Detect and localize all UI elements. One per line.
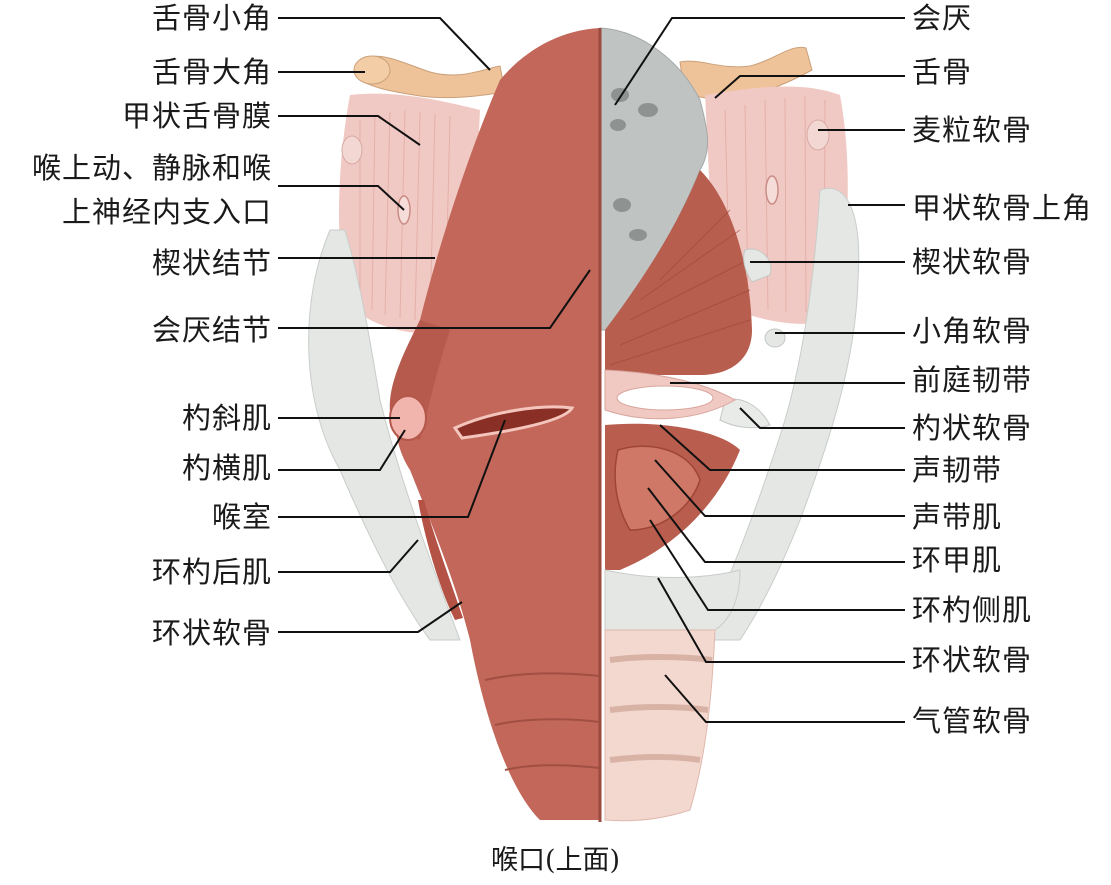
leader-left-8	[278, 429, 406, 471]
leader-right-13	[664, 674, 905, 723]
leader-left-9	[278, 419, 506, 518]
leader-right-8	[659, 424, 905, 471]
label-left-8: 杓横肌	[181, 451, 272, 485]
trachea-rings-left	[484, 672, 601, 771]
label-right-13: 气管软骨	[912, 704, 1033, 738]
label-left-1: 舌骨大角	[151, 55, 272, 89]
label-left-9: 喉室	[211, 500, 272, 534]
label-left-6: 会厌结节	[151, 313, 272, 347]
leader-left-4	[278, 185, 405, 211]
corniculate-cartilage	[764, 328, 786, 348]
label-right-6: 前庭韧带	[912, 363, 1033, 397]
label-left-10: 环杓后肌	[151, 555, 272, 589]
vessel-nerve-entry-right	[765, 175, 779, 205]
cuneiform-cartilage	[743, 248, 772, 283]
label-right-9: 声带肌	[912, 500, 1003, 534]
leader-left-10	[278, 539, 419, 573]
leader-right-7	[739, 407, 905, 429]
label-right-3: 甲状软骨上角	[912, 191, 1093, 225]
vocalis-muscle	[614, 445, 701, 531]
label-right-0: 会厌	[912, 1, 973, 35]
label-right-10: 环甲肌	[912, 543, 1003, 577]
label-left-4: 上神经内支入口	[61, 195, 272, 229]
hyoid-greater-horn-left	[353, 55, 391, 85]
muscle-striations	[609, 209, 751, 366]
leader-right-11	[649, 519, 905, 611]
leader-left-0	[278, 17, 491, 71]
epiglottis-pits	[610, 88, 658, 241]
leader-right-0	[614, 17, 905, 106]
triticeal-cartilage	[806, 119, 830, 151]
leader-left-11	[278, 601, 463, 633]
thyroid-cartilage-left	[308, 229, 461, 641]
label-left-7: 杓斜肌	[181, 401, 272, 435]
label-right-7: 杓状软骨	[912, 411, 1033, 445]
leader-left-2	[278, 115, 421, 146]
label-left-0: 舌骨小角	[151, 1, 272, 35]
label-left-3: 喉上动、静脉和喉	[31, 151, 272, 185]
label-right-2: 麦粒软骨	[912, 113, 1033, 147]
trachea-right	[604, 629, 716, 822]
triticeal-cartilage-left	[341, 135, 363, 165]
label-right-4: 楔状软骨	[912, 245, 1033, 279]
leader-right-12	[657, 577, 905, 663]
label-left-5: 楔状结节	[151, 246, 272, 280]
cricoid-cartilage-right	[604, 569, 741, 631]
trachea-rings-right	[609, 654, 713, 763]
leader-right-1	[714, 75, 905, 99]
label-right-8: 声韧带	[912, 453, 1003, 487]
leader-right-9	[654, 459, 905, 517]
label-left-11: 环状软骨	[151, 616, 272, 650]
label-left-2: 甲状舌骨膜	[121, 99, 272, 133]
leader-lines	[278, 17, 905, 723]
ligament-gap	[616, 385, 714, 411]
label-right-5: 小角软骨	[912, 314, 1033, 348]
thyroid-cartilage-right	[699, 188, 860, 641]
posterior-cricoarytenoid	[418, 500, 463, 620]
leader-left-6	[278, 269, 591, 329]
leader-right-10	[647, 487, 905, 563]
figure-caption: 喉口(上面)	[490, 845, 621, 876]
label-right-11: 环杓侧肌	[912, 593, 1033, 627]
label-right-12: 环状软骨	[912, 643, 1033, 677]
label-right-1: 舌骨	[912, 55, 973, 89]
